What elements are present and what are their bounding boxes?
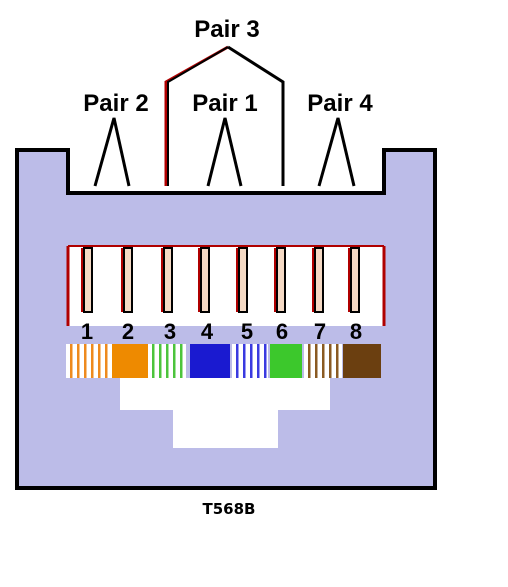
pin-number-6: 6 (276, 319, 288, 344)
pin-number-7: 7 (314, 319, 326, 344)
contact-blade-7 (312, 247, 324, 313)
standard-label: T568B (203, 500, 256, 518)
pin-number-5: 5 (241, 319, 253, 344)
pair-3-bracket (164, 45, 285, 186)
pair-wedges (93, 117, 356, 187)
pair-1-label: Pair 1 (192, 90, 257, 117)
pin-number-1: 1 (81, 319, 93, 344)
wire-1-white-orange (66, 344, 112, 378)
wire-4-blue (190, 344, 230, 378)
pair-4-wedge (317, 117, 356, 187)
pair-2-label: Pair 2 (83, 90, 148, 117)
pair-1-wedge (206, 117, 243, 187)
wire-2-orange (112, 344, 148, 378)
wire-5-white-blue (232, 344, 268, 378)
wire-3-white-green (148, 344, 186, 378)
wire-8-brown (343, 344, 381, 378)
pin-number-3: 3 (164, 319, 176, 344)
contact-blade-3 (161, 247, 173, 313)
pair-2-wedge (93, 117, 131, 187)
contact-blade-1 (81, 247, 93, 313)
wire-6-green (270, 344, 302, 378)
contact-blade-2 (121, 247, 133, 313)
contact-window (66, 245, 386, 326)
contact-blade-8 (348, 247, 360, 313)
pin-number-8: 8 (350, 319, 362, 344)
cable-latch (120, 378, 330, 448)
contact-blade-4 (198, 247, 210, 313)
pin-number-2: 2 (122, 319, 134, 344)
wire-color-strip (66, 344, 381, 378)
pin-number-4: 4 (201, 319, 214, 344)
pin-numbers: 1 2 3 4 5 6 7 8 (81, 319, 362, 344)
contact-blade-6 (274, 247, 286, 313)
pair-3-label: Pair 3 (194, 16, 259, 43)
contact-blades (81, 247, 360, 313)
pair-4-label: Pair 4 (307, 90, 373, 117)
contact-blade-5 (236, 247, 248, 313)
wire-7-white-brown (304, 344, 342, 378)
